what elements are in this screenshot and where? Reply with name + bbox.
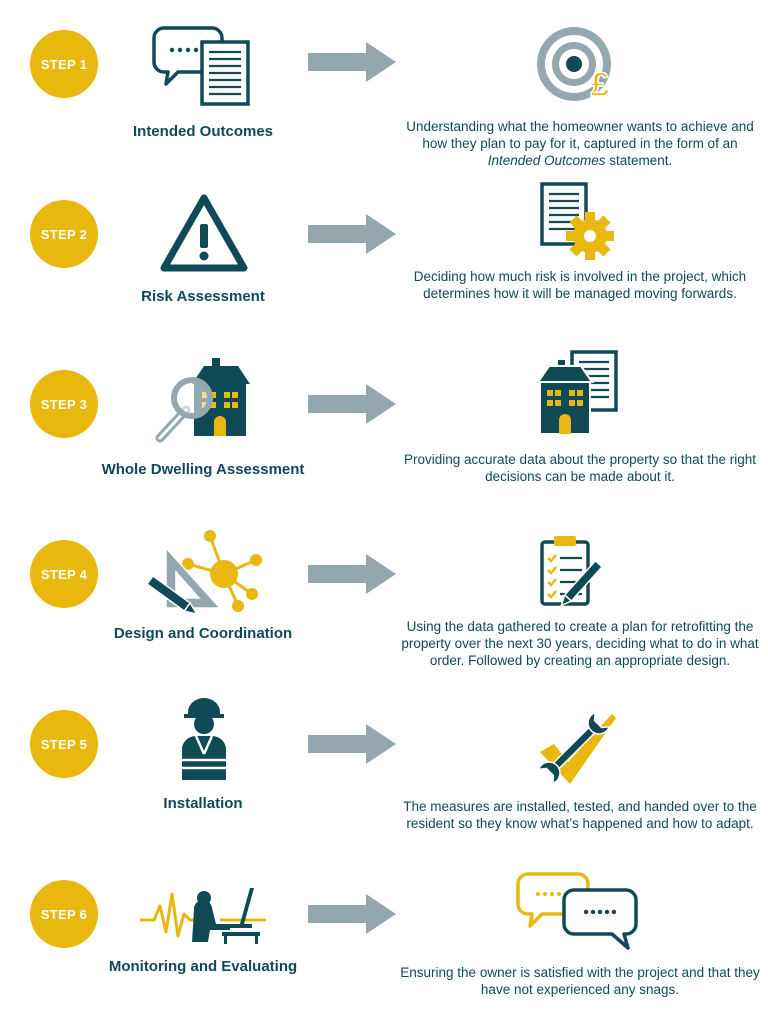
clipboard-checklist-icon: [540, 536, 604, 607]
step-description-6: Ensuring the owner is satisfied with the…: [400, 965, 760, 997]
document-gear-icon: [540, 182, 614, 260]
step-title-5: Installation: [163, 795, 243, 812]
step-badge-5: STEP 5: [30, 710, 98, 778]
step-row-2: STEP 2 Risk Assessment Deciding how much…: [0, 170, 768, 340]
house-document-icon: [536, 350, 618, 435]
wrench-checkmark-icon: [537, 711, 616, 785]
step-row-5: STEP 5 Installation The measures are ins…: [0, 680, 768, 850]
construction-worker-icon: [182, 698, 226, 780]
step-badge-6: STEP 6: [30, 880, 98, 948]
arrow-right-icon: [308, 214, 396, 254]
house-magnifier-icon: [155, 358, 250, 443]
step-title-4: Design and Coordination: [113, 625, 293, 642]
step-title-3: Whole Dwelling Assessment: [101, 461, 305, 478]
step-description-1: Understanding what the homeowner wants t…: [406, 119, 754, 168]
target-pound-icon: £: [537, 27, 611, 105]
person-monitor-icon: [140, 888, 266, 944]
arrow-right-icon: [308, 384, 396, 424]
step-badge-3: STEP 3: [30, 370, 98, 438]
svg-text:£: £: [591, 66, 610, 104]
step-row-6: STEP 6 Monitoring and Evaluating Ensurin…: [0, 850, 768, 1020]
step-row-3: STEP 3 Whole Dwelling Assessment: [0, 340, 768, 510]
arrow-right-icon: [308, 42, 396, 82]
step-badge-1: STEP 1: [30, 30, 98, 98]
step-row-1: STEP 1 Intended Outcomes £ Understanding…: [0, 0, 768, 170]
step-badge-4: STEP 4: [30, 540, 98, 608]
arrow-right-icon: [308, 894, 396, 934]
step-description-4: Using the data gathered to create a plan…: [401, 619, 759, 668]
step-row-4: STEP 4 Design and Coordination: [0, 510, 768, 680]
step-title-6: Monitoring and Evaluating: [108, 958, 298, 975]
step-badge-2: STEP 2: [30, 200, 98, 268]
step-title-1: Intended Outcomes: [132, 123, 274, 140]
two-speech-bubbles-icon: [516, 872, 638, 950]
step-description-5: The measures are installed, tested, and …: [403, 799, 757, 831]
arrow-right-icon: [308, 554, 396, 594]
step-description-3: Providing accurate data about the proper…: [404, 452, 756, 484]
speech-bubble-document-icon: [152, 26, 250, 106]
setsquare-pencil-network-icon: [146, 530, 262, 614]
warning-triangle-icon: [160, 194, 248, 272]
step-description-2: Deciding how much risk is involved in th…: [413, 269, 747, 301]
step-title-2: Risk Assessment: [141, 288, 265, 305]
arrow-right-icon: [308, 724, 396, 764]
